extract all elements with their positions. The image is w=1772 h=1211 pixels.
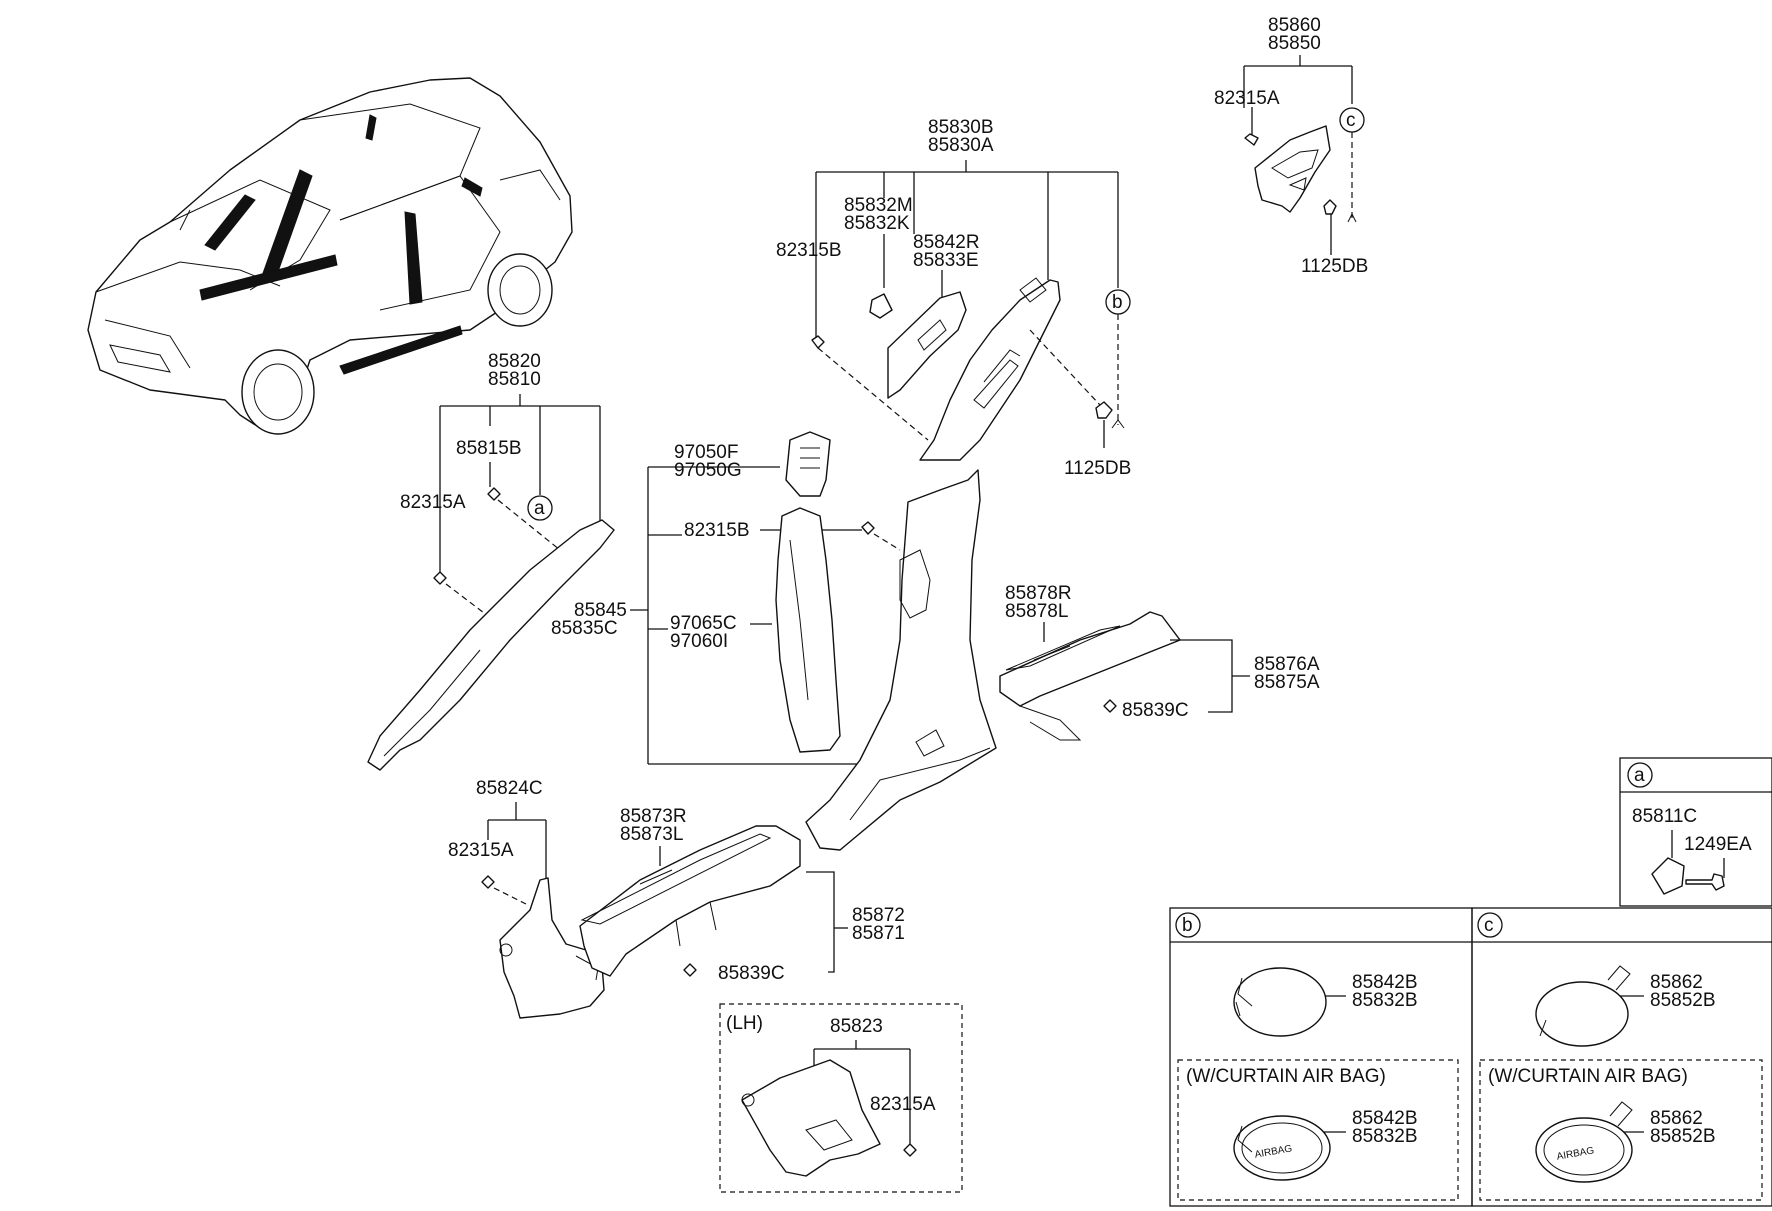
part-85820-a-pillar (367, 519, 615, 771)
detail-b-airbag-label: (W/CURTAIN AIR BAG) (1186, 1066, 1386, 1087)
label-85842B-airbag: 85842B (1352, 1108, 1418, 1129)
label-85873L: 85873L (620, 824, 683, 845)
vehicle-illustration (87, 77, 573, 435)
label-1249EA: 1249EA (1684, 834, 1752, 855)
screw-1125DB-mid (1095, 401, 1113, 419)
label-85872: 85872 (852, 905, 905, 926)
clip-82315B-top (811, 335, 825, 349)
detail-c-airbag-label: (W/CURTAIN AIR BAG) (1488, 1066, 1688, 1087)
lh-variant-box: (LH) 85823 82315A (719, 1003, 963, 1193)
label-85878R: 85878R (1005, 583, 1072, 604)
lh-label: (LH) (726, 1013, 763, 1034)
label-97060I: 97060I (670, 631, 728, 652)
screw-1125DB-top (1323, 199, 1337, 215)
detail-c-letter: c (1484, 915, 1494, 936)
label-85832B-airbag: 85832B (1352, 1126, 1418, 1147)
label-1125DB-top: 1125DB (1301, 256, 1368, 277)
label-85824C: 85824C (476, 778, 543, 799)
label-97050F: 97050F (674, 442, 738, 463)
label-85820: 85820 (488, 351, 541, 372)
callout-85873-85872: 85873R 85873L 85839C 85872 85871 (579, 806, 905, 984)
label-82315B-mid: 82315B (684, 520, 750, 541)
label-97065C: 97065C (670, 613, 737, 634)
label-85835C: 85835C (551, 618, 618, 639)
label-85833E: 85833E (913, 250, 979, 271)
label-85830A: 85830A (928, 135, 994, 156)
label-82315A-left: 82315A (400, 492, 466, 513)
part-85876A-scuff-plate (999, 611, 1181, 707)
label-85810: 85810 (488, 369, 541, 390)
label-85871: 85871 (852, 923, 905, 944)
label-85839C-right: 85839C (1122, 700, 1189, 721)
part-85842B-cover (1233, 967, 1327, 1037)
label-1125DB-mid: 1125DB (1064, 458, 1131, 479)
part-85842B-airbag-cover (1233, 1115, 1331, 1181)
label-85875A: 85875A (1254, 672, 1320, 693)
label-82315A-top: 82315A (1214, 88, 1280, 109)
marker-b: b (1112, 292, 1123, 313)
label-82315B-top: 82315B (776, 240, 842, 261)
clip-82315A-lh (903, 1143, 917, 1157)
label-85873R: 85873R (620, 806, 687, 827)
label-85876A: 85876A (1254, 654, 1320, 675)
clip-82315A-top (1244, 133, 1259, 146)
screw-1249EA (1685, 873, 1725, 891)
part-85832M-button (869, 293, 893, 319)
callout-85824C: 85824C 82315A (448, 778, 605, 1019)
part-85862-airbag-cover (1535, 1117, 1633, 1183)
callout-85820-85810: 85820 85810 85815B 82315A a (367, 351, 615, 771)
clip-82315A-left (433, 571, 447, 585)
callout-85845-85835C: 85845 85835C 97050F 97050G 82315B 97065C… (551, 431, 997, 851)
label-85832K: 85832K (844, 213, 910, 234)
label-85811C: 85811C (1632, 806, 1697, 827)
label-85878L: 85878L (1005, 601, 1068, 622)
clip-82315A-low (481, 875, 495, 889)
part-85811C-clip (1651, 857, 1685, 895)
part-85860-bracket (1254, 125, 1331, 213)
label-85832M: 85832M (844, 195, 913, 216)
detail-box-a: a 85811C 1249EA (1619, 757, 1772, 907)
marker-a-circle (527, 495, 553, 521)
label-85823: 85823 (830, 1016, 883, 1037)
label-85852B-airbag: 85852B (1650, 1126, 1716, 1147)
label-85850: 85850 (1268, 33, 1321, 54)
label-85842B: 85842B (1352, 972, 1418, 993)
marker-a: a (534, 498, 545, 519)
marker-c-top: c (1346, 110, 1356, 131)
detail-box-b: b 85842B 85832B (W/CURTAIN AIR BAG) 8584… (1169, 907, 1473, 1207)
detail-b-letter: b (1182, 915, 1193, 936)
part-97065C-guide (775, 507, 841, 753)
label-85839C-low: 85839C (718, 963, 785, 984)
part-85845-b-pillar-lower (805, 469, 997, 851)
clip-85815B (487, 487, 501, 501)
part-97050F-anchor (785, 431, 831, 497)
label-85830B: 85830B (928, 117, 994, 138)
label-85862-airbag: 85862 (1650, 1108, 1703, 1129)
part-85830B-trim (919, 279, 1061, 461)
clip-82315B-mid (861, 521, 875, 535)
label-82315A-lh: 82315A (870, 1094, 936, 1115)
clip-85839C-low (683, 963, 697, 977)
detail-box-c: c 85862 85852B (W/CURTAIN AIR BAG) 85862… (1471, 907, 1772, 1207)
label-85832B: 85832B (1352, 990, 1418, 1011)
label-85845: 85845 (574, 600, 627, 621)
part-85842R-cover (887, 291, 967, 399)
callout-85860-85850: 85860 85850 82315A c 1125DB (1214, 15, 1368, 277)
clip-85839C-right (1103, 699, 1117, 713)
detail-a-letter: a (1634, 765, 1645, 786)
label-85862: 85862 (1650, 972, 1703, 993)
part-85872-scuff-plate (579, 825, 801, 977)
part-85862-cover (1535, 981, 1629, 1047)
label-97050G: 97050G (674, 460, 742, 481)
label-82315A-low: 82315A (448, 840, 514, 861)
label-85852B: 85852B (1650, 990, 1716, 1011)
label-85860: 85860 (1268, 15, 1321, 36)
callout-85878-85876: 85878R 85878L 85839C 85876A 85875A (999, 583, 1320, 741)
part-85823-kick-panel-lh (741, 1059, 881, 1177)
label-85815B: 85815B (456, 438, 522, 459)
callout-85830B-85830A: 85830B 85830A 85832M 85832K 85842R 85833… (776, 117, 1131, 479)
label-85842R: 85842R (913, 232, 980, 253)
